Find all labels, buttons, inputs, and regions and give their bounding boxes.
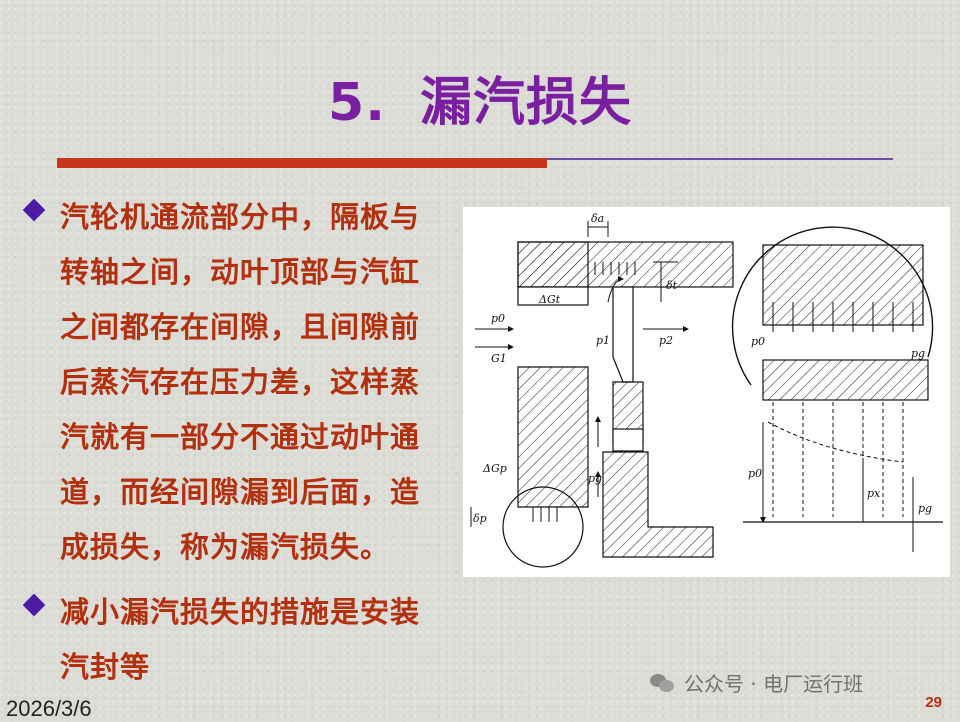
title-number: 5. (328, 73, 386, 133)
label-delta-a: δa (591, 212, 604, 225)
label-dGt: ΔGt (538, 293, 561, 306)
leakage-diagram: δa δt ΔGt p0 p1 p2 G1 ΔGp pg δp (463, 207, 950, 577)
label-right-px: px (867, 487, 881, 500)
wechat-icon (650, 672, 676, 694)
label-p0: p0 (491, 312, 505, 325)
label-delta-p: δp (473, 512, 487, 525)
slide-date: 2026/3/6 (6, 696, 92, 721)
label-p1: p1 (596, 334, 610, 347)
stage-cross-section (470, 221, 734, 568)
seal-detail (731, 226, 943, 552)
page-number: 29 (925, 694, 942, 711)
diamond-bullet-icon (22, 198, 46, 222)
label-right-pg: pg (911, 347, 925, 360)
title-underline-red (57, 158, 547, 168)
label-right-p0-axis: p0 (748, 467, 762, 480)
label-delta-t: δt (666, 279, 678, 292)
bullet-text: 汽轮机通流部分中，隔板与转轴之间，动叶顶部与汽缸之间都存在间隙，且间隙前后蒸汽存… (60, 200, 421, 564)
leakage-diagram-svg: δa δt ΔGt p0 p1 p2 G1 ΔGp pg δp (470, 212, 943, 568)
bullet-item: 减小漏汽损失的措施是安装汽封等 (20, 585, 445, 695)
slide-title: 5. 漏汽损失 (0, 60, 960, 135)
label-right-p0: p0 (751, 335, 765, 348)
title-underline-thin (547, 158, 893, 160)
bullet-list: 汽轮机通流部分中，隔板与转轴之间，动叶顶部与汽缸之间都存在间隙，且间隙前后蒸汽存… (20, 190, 445, 695)
label-G1: G1 (491, 352, 507, 365)
diamond-bullet-icon (22, 593, 46, 617)
bullet-text: 减小漏汽损失的措施是安装汽封等 (60, 595, 421, 684)
label-right-pg2: pg (918, 502, 932, 515)
watermark: 公众号 · 电厂运行班 (650, 668, 863, 697)
label-p2: p2 (659, 334, 673, 347)
watermark-text: 公众号 · 电厂运行班 (684, 672, 864, 696)
label-dGp: ΔGp (482, 462, 507, 475)
title-text: 漏汽损失 (419, 73, 632, 133)
bullet-item: 汽轮机通流部分中，隔板与转轴之间，动叶顶部与汽缸之间都存在间隙，且间隙前后蒸汽存… (20, 190, 445, 575)
label-pg: pg (588, 472, 602, 485)
